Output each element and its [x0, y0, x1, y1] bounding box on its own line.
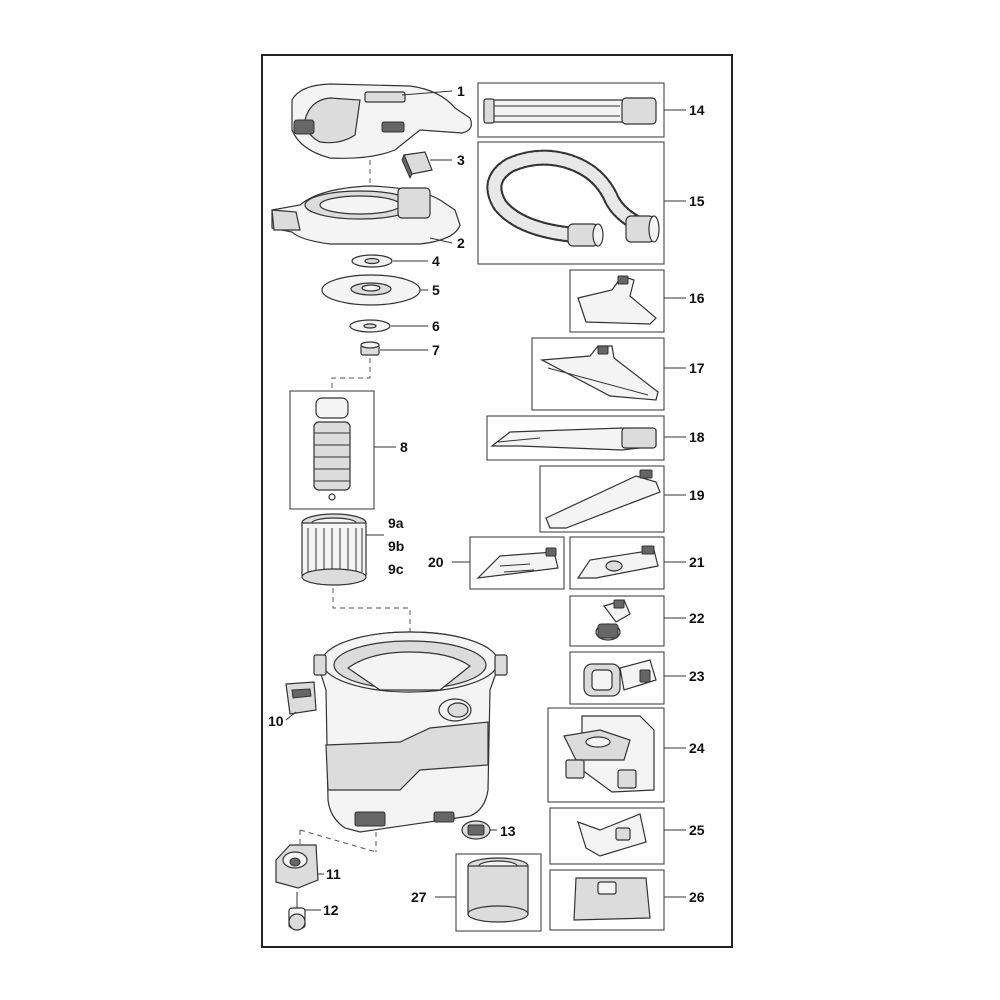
part-6-washer[interactable]: 6	[349, 318, 440, 334]
label-23: 23	[689, 668, 705, 684]
part-13-drain-cap[interactable]: 13	[461, 820, 516, 840]
label-13: 13	[500, 823, 516, 839]
part-27-foam-filter[interactable]: 27	[411, 853, 542, 932]
part-7-nut[interactable]: 7	[360, 341, 440, 358]
part-24-accessory-holder[interactable]: 24	[547, 707, 705, 803]
label-1: 1	[457, 83, 465, 99]
part-19-long-crevice[interactable]: 19	[539, 465, 705, 533]
label-21: 21	[689, 554, 705, 570]
part-5-baffle-disc[interactable]: 5	[321, 274, 440, 306]
part-11-caster-mount[interactable]: 11	[275, 844, 341, 889]
label-20: 20	[428, 554, 444, 570]
label-22: 22	[689, 610, 705, 626]
label-5: 5	[432, 282, 440, 298]
label-8: 8	[400, 439, 408, 455]
label-10: 10	[268, 713, 284, 729]
label-9c: 9c	[388, 561, 404, 577]
part-9-cartridge-filter[interactable]: 9a 9b 9c	[301, 513, 404, 586]
part-2-lid[interactable]: 2	[271, 185, 465, 251]
label-26: 26	[689, 889, 705, 905]
part-1-motor-head[interactable]: 1	[291, 83, 472, 159]
label-9b: 9b	[388, 538, 404, 554]
part-8-float-cage[interactable]: 8	[289, 390, 408, 510]
part-23-adapter[interactable]: 23	[569, 651, 705, 705]
label-3: 3	[457, 152, 465, 168]
label-14: 14	[689, 102, 705, 118]
part-17-floor-nozzle[interactable]: 17	[531, 337, 705, 411]
part-4-washer[interactable]: 4	[351, 253, 440, 269]
part-26-dust-bag[interactable]: 26	[549, 869, 705, 931]
label-4: 4	[432, 253, 440, 269]
label-25: 25	[689, 822, 705, 838]
part-20-claw-nozzle[interactable]: 20	[428, 536, 565, 590]
part-15-hose[interactable]: 15	[477, 141, 705, 265]
part-3-pad[interactable]: 3	[401, 151, 465, 180]
label-12: 12	[323, 902, 339, 918]
drum-tank[interactable]	[313, 631, 508, 833]
label-17: 17	[689, 360, 705, 376]
label-7: 7	[432, 342, 440, 358]
label-19: 19	[689, 487, 705, 503]
label-11: 11	[326, 866, 341, 882]
part-21-detail-nozzle[interactable]: 21	[569, 536, 705, 590]
part-16-utility-nozzle[interactable]: 16	[569, 269, 705, 333]
part-18-crevice-tool[interactable]: 18	[486, 415, 705, 461]
part-12-caster-wheel[interactable]: 12	[288, 892, 339, 931]
part-10-clip[interactable]: 10	[268, 681, 317, 729]
label-16: 16	[689, 290, 705, 306]
label-9a: 9a	[388, 515, 404, 531]
part-25-bag-collar[interactable]: 25	[549, 807, 705, 865]
label-27: 27	[411, 889, 427, 905]
label-6: 6	[432, 318, 440, 334]
label-18: 18	[689, 429, 705, 445]
label-24: 24	[689, 740, 705, 756]
part-14-extension-wand[interactable]: 14	[477, 82, 705, 138]
label-15: 15	[689, 193, 705, 209]
label-2: 2	[457, 235, 465, 251]
part-22-dusting-brush[interactable]: 22	[569, 595, 705, 647]
